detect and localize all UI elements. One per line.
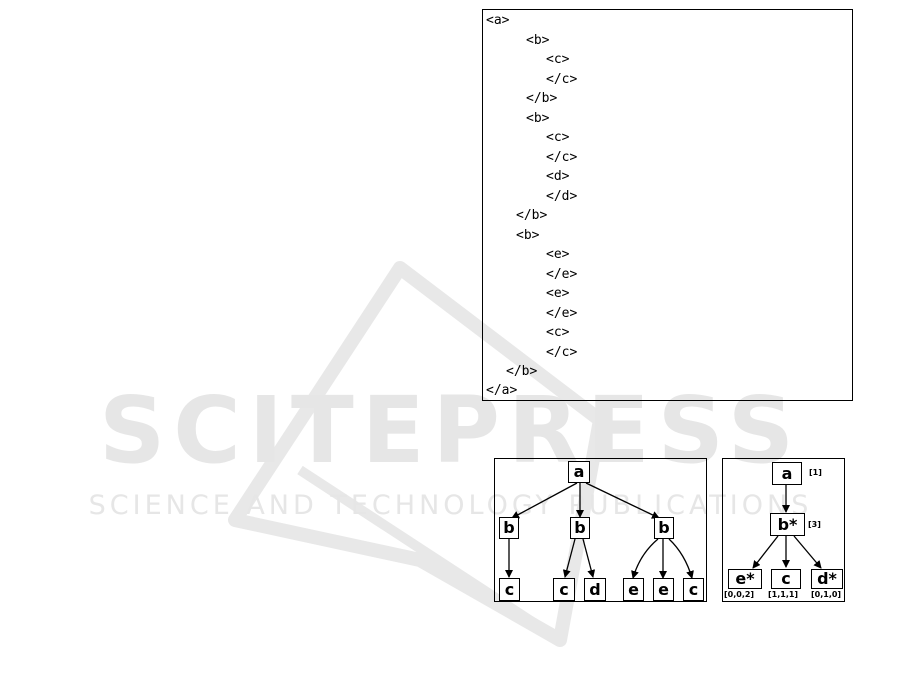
tree-node: b bbox=[499, 517, 519, 539]
xml-line: </c> bbox=[546, 73, 577, 86]
xml-line: </a> bbox=[486, 384, 517, 397]
node-annotation: [3] bbox=[808, 521, 821, 529]
node-annotation: [1] bbox=[809, 469, 822, 477]
edge-arrow bbox=[512, 483, 577, 518]
tree-node: b bbox=[654, 517, 674, 539]
edge-arrow bbox=[753, 536, 778, 568]
xml-line: </b> bbox=[506, 365, 537, 378]
node-annotation: [0,1,0] bbox=[811, 591, 841, 599]
xml-line: </d> bbox=[546, 190, 577, 203]
xml-line: <c> bbox=[546, 131, 569, 144]
schema-node: b* bbox=[770, 513, 805, 536]
xml-line: <b> bbox=[526, 34, 549, 47]
xml-line: </e> bbox=[546, 307, 577, 320]
node-annotation: [0,0,2] bbox=[724, 591, 754, 599]
xml-line: </e> bbox=[546, 268, 577, 281]
xml-line: <a> bbox=[486, 14, 509, 27]
xml-line: </b> bbox=[516, 209, 547, 222]
xml-line: <c> bbox=[546, 326, 569, 339]
data-tree-panel: a b b b c c d e e c bbox=[494, 458, 707, 602]
edge-arrow bbox=[633, 539, 658, 578]
tree-node: c bbox=[553, 578, 575, 601]
tree-node: c bbox=[499, 578, 520, 601]
xml-line: </b> bbox=[526, 92, 557, 105]
xml-line: <b> bbox=[516, 229, 539, 242]
edge-arrow bbox=[586, 483, 659, 518]
tree-node: c bbox=[683, 578, 704, 601]
xml-listing-panel: <a> <b> <c> </c> </b> <b> <c> </c> <d> <… bbox=[482, 9, 853, 401]
edge-arrow bbox=[794, 536, 821, 568]
tree-node: b bbox=[570, 517, 590, 539]
tree-node: a bbox=[568, 461, 590, 483]
schema-node: e* bbox=[728, 569, 762, 589]
xml-line: <d> bbox=[546, 170, 569, 183]
xml-line: </c> bbox=[546, 346, 577, 359]
xml-line: <e> bbox=[546, 287, 569, 300]
schema-node: a bbox=[772, 462, 802, 485]
xml-line: <e> bbox=[546, 248, 569, 261]
tree-node: e bbox=[653, 578, 674, 601]
tree-node: d bbox=[584, 578, 606, 601]
tree-node: e bbox=[623, 578, 644, 601]
node-annotation: [1,1,1] bbox=[768, 591, 798, 599]
edge-arrow bbox=[669, 539, 692, 578]
edge-arrow bbox=[565, 539, 575, 577]
xml-line: <b> bbox=[526, 112, 549, 125]
schema-node: d* bbox=[811, 569, 843, 589]
edge-arrow bbox=[583, 539, 593, 577]
schema-tree-panel: a [1] b* [3] e* c d* [0,0,2] [1,1,1] [0,… bbox=[722, 458, 845, 602]
xml-line: </c> bbox=[546, 151, 577, 164]
xml-line: <c> bbox=[546, 53, 569, 66]
schema-node: c bbox=[771, 569, 801, 589]
